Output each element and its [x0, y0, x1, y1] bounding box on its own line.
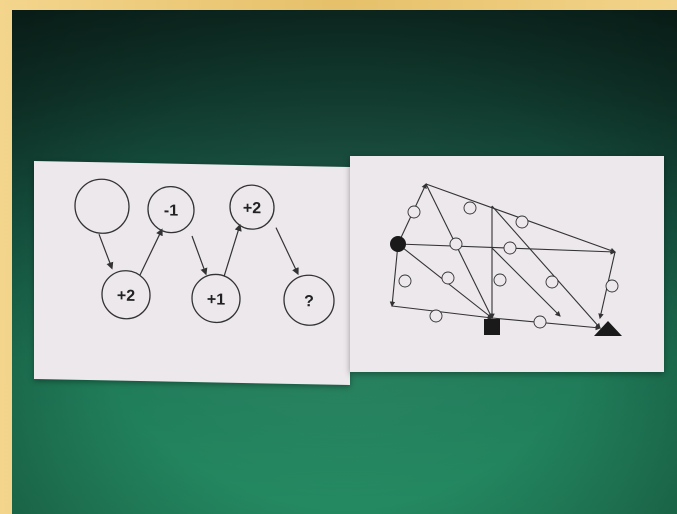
connector: [140, 229, 162, 275]
path-node: [516, 216, 528, 228]
path-node: [399, 275, 411, 287]
connector: [192, 236, 206, 274]
path-node: [546, 276, 558, 288]
path-node: [494, 274, 506, 286]
path-node: [606, 280, 618, 292]
path-node: [442, 272, 454, 284]
sequence-circle: [75, 179, 129, 234]
path-node: [464, 202, 476, 214]
puzzle-card-left: -1 +2 +2 +1 ?: [34, 161, 350, 385]
triangle-marker: [594, 321, 622, 336]
circle-label: +2: [243, 200, 261, 217]
path-edge: [392, 244, 398, 306]
connector: [276, 228, 298, 274]
circle-label: -1: [164, 202, 178, 219]
photo: -1 +2 +2 +1 ?: [12, 10, 677, 514]
connector: [224, 225, 240, 277]
connector: [99, 234, 112, 268]
start-circle-marker: [390, 236, 406, 252]
path-network-diagram: [350, 156, 664, 372]
path-node: [504, 242, 516, 254]
path-node: [534, 316, 546, 328]
puzzle-card-right: [350, 156, 664, 372]
circle-label: ?: [304, 293, 314, 310]
path-node: [430, 310, 442, 322]
path-node: [408, 206, 420, 218]
circle-label: +2: [117, 288, 135, 305]
circle-label: +1: [207, 291, 225, 308]
path-edge: [492, 206, 600, 328]
square-marker: [484, 319, 500, 335]
circle-sequence-diagram: -1 +2 +2 +1 ?: [34, 161, 350, 385]
path-node: [450, 238, 462, 250]
